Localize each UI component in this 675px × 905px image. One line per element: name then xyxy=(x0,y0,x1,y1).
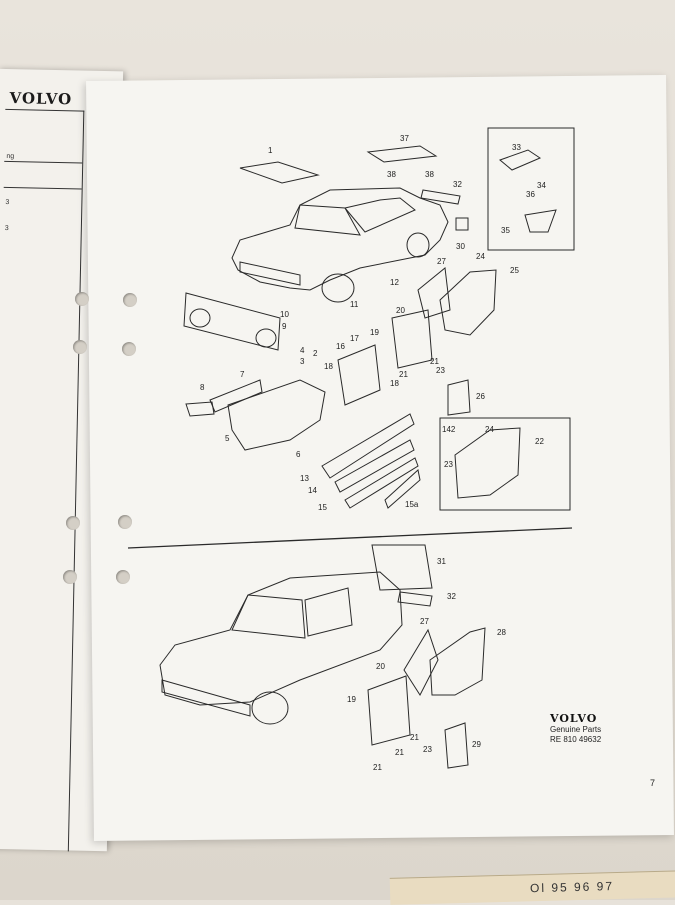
callout: 142 xyxy=(442,425,456,434)
punch-hole xyxy=(75,292,89,306)
punch-hole xyxy=(116,570,130,584)
estate-body-outline xyxy=(159,571,403,706)
punch-hole xyxy=(118,515,132,529)
callout: 27 xyxy=(420,617,429,626)
callout: 3 xyxy=(300,357,305,366)
callout: 21 xyxy=(399,370,408,379)
callout: 19 xyxy=(370,328,379,337)
callout: 6 xyxy=(296,450,301,459)
callout: 20 xyxy=(376,662,385,671)
callout: 12 xyxy=(390,278,399,287)
callout: 16 xyxy=(336,342,345,351)
callout: 20 xyxy=(396,306,405,315)
catalog-code: RE 810 49632 xyxy=(550,735,602,744)
callout: 28 xyxy=(497,628,506,637)
callout: 4 xyxy=(300,346,305,355)
callout: 32 xyxy=(453,180,462,189)
callout: 11 xyxy=(350,300,359,309)
ruler-markings: Ol 95 96 97 xyxy=(529,879,615,896)
punch-hole xyxy=(123,293,137,307)
punch-hole xyxy=(63,570,77,584)
callout: 1 xyxy=(268,146,273,155)
callout: 15 xyxy=(318,503,327,512)
callout: 10 xyxy=(280,310,289,319)
inset-box-142 xyxy=(439,417,571,511)
callout: 14 xyxy=(308,486,317,495)
punch-hole xyxy=(73,340,87,354)
callout: 23 xyxy=(436,366,445,375)
callout: 24 xyxy=(485,425,494,434)
callout: 36 xyxy=(526,190,535,199)
callout: 31 xyxy=(437,557,446,566)
callout: 2 xyxy=(313,349,318,358)
callout: 29 xyxy=(472,740,481,749)
callout: 18 xyxy=(390,379,399,388)
callout: 23 xyxy=(444,460,453,469)
callout: 21 xyxy=(373,763,382,772)
volvo-logo: VOLVO xyxy=(550,712,598,725)
callout: 15a xyxy=(405,500,419,509)
callout: 17 xyxy=(350,334,359,343)
callout: 5 xyxy=(225,434,230,443)
callout: 24 xyxy=(476,252,485,261)
rear-fender xyxy=(439,269,497,336)
front-fender xyxy=(227,379,326,451)
callout: 22 xyxy=(535,437,544,446)
callout: 38 xyxy=(387,170,396,179)
callout: 38 xyxy=(425,170,434,179)
callout: 21 xyxy=(430,357,439,366)
callout: 34 xyxy=(537,181,546,190)
callout: 9 xyxy=(282,322,287,331)
callout: 30 xyxy=(456,242,465,251)
sedan-body-outline xyxy=(231,187,449,291)
callout: 25 xyxy=(510,266,519,275)
callout: 33 xyxy=(512,143,521,152)
callout: 23 xyxy=(423,745,432,754)
callout: 35 xyxy=(501,226,510,235)
callout: 13 xyxy=(300,474,309,483)
callout: 32 xyxy=(447,592,456,601)
page-number: 7 xyxy=(650,778,656,788)
callout: 37 xyxy=(400,134,409,143)
callout: 27 xyxy=(437,257,446,266)
callout: 8 xyxy=(200,383,205,392)
callout: 21 xyxy=(410,733,419,742)
callout: 19 xyxy=(347,695,356,704)
callout: 7 xyxy=(240,370,245,379)
punch-hole xyxy=(122,342,136,356)
callout: 21 xyxy=(395,748,404,757)
callout: 26 xyxy=(476,392,485,401)
punch-hole xyxy=(66,516,80,530)
callout: 18 xyxy=(324,362,333,371)
front-panel xyxy=(183,292,281,351)
inset-box-top xyxy=(487,127,575,251)
brand-tagline: Genuine Parts xyxy=(550,725,602,734)
brand-block: VOLVO Genuine Parts RE 810 49632 xyxy=(550,712,601,745)
hood-panel xyxy=(239,161,320,184)
